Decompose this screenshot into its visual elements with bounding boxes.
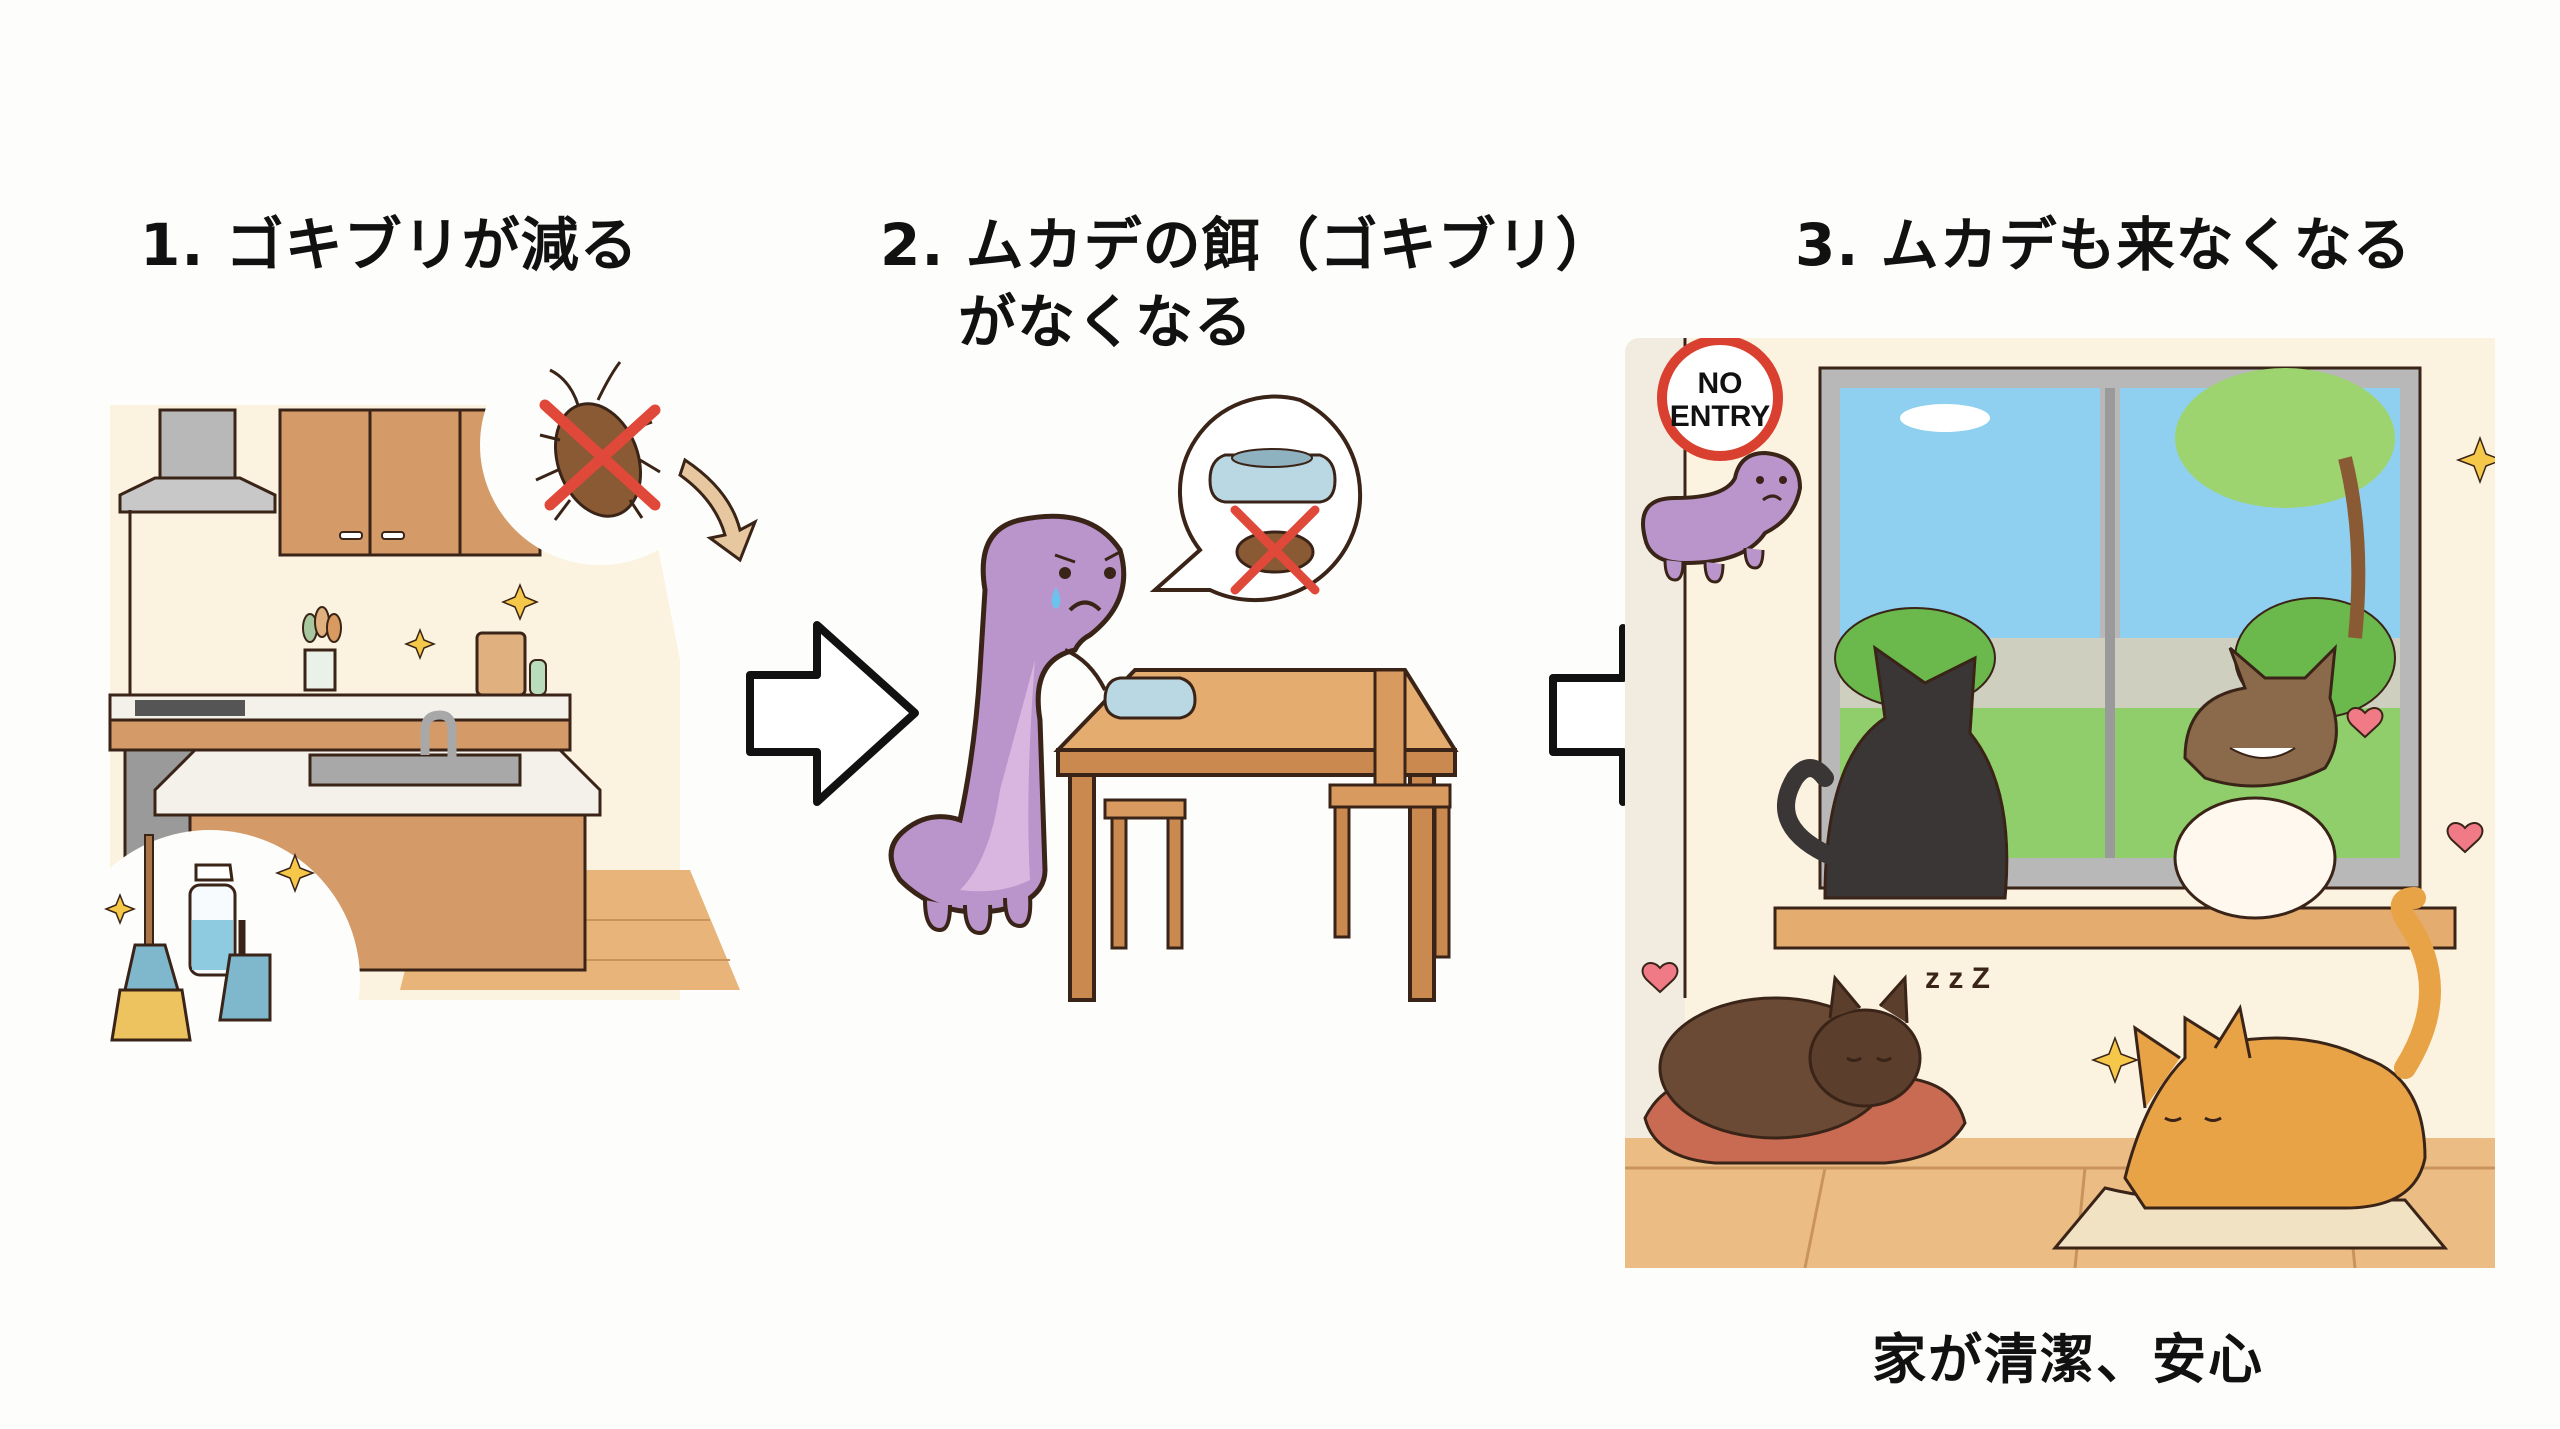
centipede-table-illustration [888, 394, 1459, 1002]
red-cross-icon [1230, 505, 1320, 595]
arrow-right-icon [746, 621, 919, 806]
svg-text:ENTRY: ENTRY [1670, 400, 1771, 433]
conclusion-caption: 家が清潔、安心 [1872, 1328, 2264, 1391]
no-entry-sign: NO ENTRY [1657, 338, 1783, 461]
thought-bubble [1149, 394, 1363, 603]
cleaning-tools-badge [100, 830, 360, 1060]
step-3-title: 3. ムカデも来なくなる [1795, 211, 2412, 279]
black-cat [1777, 644, 2009, 900]
heart-icons [1641, 707, 2484, 994]
empty-bowl-icon [1103, 676, 1197, 720]
red-cross-icon [539, 399, 661, 511]
orange-tabby-cat [2051, 887, 2449, 1250]
step-2-title-line1: 2. ムカデの餌（ゴキブリ） [880, 211, 1615, 279]
cozy-room-illustration: z z Z NO ENTRY [1625, 338, 2495, 1268]
window-sill [1773, 906, 2457, 950]
range-hood [118, 408, 277, 514]
sleep-text: z z Z [1925, 962, 1990, 995]
sad-centipede [888, 513, 1127, 936]
empty-bowl-icon [1208, 453, 1337, 504]
step-2-title-line2: がなくなる [958, 288, 1254, 356]
step-1-title: 1. ゴキブリが減る [140, 211, 639, 279]
sleeping-tortoiseshell-cat: z z Z [1643, 962, 1990, 1165]
down-arrow-icon [678, 457, 758, 563]
dining-table [1053, 668, 1459, 1002]
sparkle-icons [2090, 435, 2495, 1085]
sad-centipede-small [1641, 450, 1803, 584]
crossed-cockroach-badge [480, 360, 758, 565]
kitchen-illustration [100, 360, 758, 1060]
tear-icon [1051, 587, 1061, 609]
calico-cat [2173, 643, 2338, 920]
svg-text:NO: NO [1698, 367, 1743, 400]
